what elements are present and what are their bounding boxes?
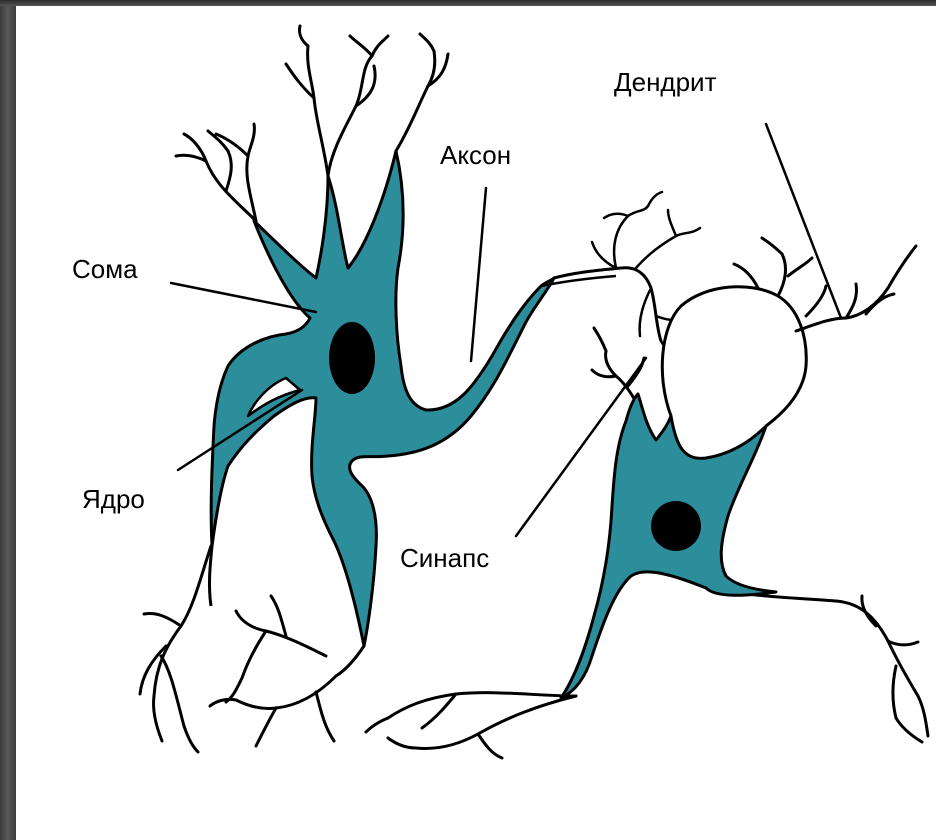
right-neuron <box>366 238 928 758</box>
left-neuron <box>140 26 700 752</box>
neuron-diagram: Дендрит Аксон Сома Ядро Синапс <box>16 6 936 840</box>
label-soma: Сома <box>72 254 138 284</box>
right-upper-loop <box>662 287 806 426</box>
pointer-dendrite <box>766 124 841 318</box>
label-nucleus: Ядро <box>82 484 145 514</box>
slide-canvas: Дендрит Аксон Сома Ядро Синапс <box>16 6 936 840</box>
label-dendrite: Дендрит <box>614 67 717 97</box>
left-nucleus <box>329 322 375 394</box>
pointer-axon <box>471 188 486 361</box>
right-nucleus <box>651 501 701 551</box>
label-synapse: Синапс <box>400 543 489 573</box>
label-axon: Аксон <box>440 140 511 170</box>
